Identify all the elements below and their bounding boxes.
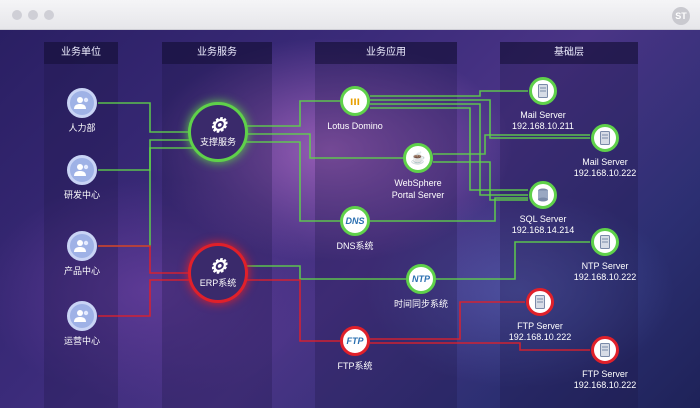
server-ip: 192.168.10.222 — [573, 380, 637, 390]
unit-node[interactable] — [67, 301, 97, 331]
link-app-server — [370, 197, 528, 222]
server-ip: 192.168.10.222 — [573, 168, 637, 178]
server-icon — [532, 80, 554, 102]
column-header: 基础层 — [500, 42, 638, 64]
app-label: Lotus Domino — [327, 121, 383, 131]
app-label: WebSphere Portal Server — [391, 178, 445, 200]
server-name: SQL Server — [519, 214, 567, 224]
server-icon — [594, 127, 616, 149]
service-label: ERP系统 — [199, 278, 237, 288]
link-app-server — [370, 342, 590, 351]
window-minimize-dot[interactable] — [28, 10, 38, 20]
server-ip: 192.168.10.222 — [508, 332, 572, 342]
gear-icon: ⚙ — [209, 115, 227, 137]
server-name: FTP Server — [517, 321, 563, 331]
server-name: Mail Server — [582, 157, 628, 167]
server-node[interactable] — [591, 228, 619, 256]
server-ip: 192.168.10.222 — [573, 272, 637, 282]
people-icon — [70, 158, 94, 182]
column-header: 业务服务 — [162, 42, 272, 64]
unit-label: 人力部 — [68, 123, 96, 133]
brand-logo: ST — [672, 7, 690, 25]
unit-node[interactable] — [67, 155, 97, 185]
link-unit-erp — [98, 279, 195, 317]
server-node[interactable] — [591, 124, 619, 152]
server-name: Mail Server — [520, 110, 566, 120]
column-header: 业务应用 — [315, 42, 457, 64]
unit-label: 研发中心 — [63, 190, 100, 200]
link-service-app — [241, 133, 403, 159]
people-icon — [70, 91, 94, 115]
column-header: 业务单位 — [44, 42, 118, 64]
server-name: FTP Server — [582, 369, 628, 379]
unit-label: 运营中心 — [63, 336, 100, 346]
link-unit-erp — [98, 245, 195, 274]
java-icon: ☕ — [410, 151, 426, 165]
app-node[interactable]: ııı — [340, 86, 370, 116]
link-service-app — [241, 100, 340, 127]
server-node[interactable] — [529, 77, 557, 105]
app-node[interactable]: DNS — [340, 206, 370, 236]
dns-icon: DNS — [345, 216, 365, 226]
server-icon — [529, 291, 551, 313]
app-node[interactable]: FTP — [340, 326, 370, 356]
service-label: 支撑服务 — [199, 137, 236, 147]
link-app-server — [370, 301, 525, 340]
app-label: 时间同步系统 — [393, 299, 448, 309]
server-icon — [594, 339, 616, 361]
window-close-dot[interactable] — [12, 10, 22, 20]
app-label: FTP系统 — [337, 361, 373, 371]
service-node[interactable]: ⚙ — [188, 243, 248, 303]
link-app-server — [370, 90, 528, 97]
app-label: DNS系统 — [336, 241, 374, 251]
server-node[interactable] — [529, 181, 557, 209]
column-business-apps: 业务应用 — [315, 42, 457, 408]
service-node[interactable]: ⚙ — [188, 102, 248, 162]
link-erp-app — [241, 265, 406, 280]
app-node[interactable]: ☕ — [403, 143, 433, 173]
window-maximize-dot[interactable] — [44, 10, 54, 20]
link-unit-service — [98, 102, 195, 133]
app-node[interactable]: NTP — [406, 264, 436, 294]
server-icon — [594, 231, 616, 253]
lotus-icon: ııı — [349, 94, 360, 108]
link-app-server — [370, 107, 528, 191]
link-app-server — [370, 99, 590, 139]
server-name: NTP Server — [581, 261, 629, 271]
gear-icon: ⚙ — [209, 256, 227, 278]
unit-node[interactable] — [67, 88, 97, 118]
ntp-icon: NTP — [412, 274, 430, 284]
link-erp-app — [241, 279, 340, 342]
people-icon — [70, 304, 94, 328]
title-bar: ST — [0, 0, 700, 30]
people-icon — [70, 234, 94, 258]
server-node[interactable] — [526, 288, 554, 316]
link-app-server — [370, 103, 528, 196]
server-ip: 192.168.14.214 — [511, 225, 575, 235]
unit-label: 产品中心 — [63, 266, 100, 276]
connection-lines — [98, 90, 590, 351]
ftp-icon: FTP — [346, 336, 364, 346]
link-service-app — [241, 141, 340, 222]
link-app-server — [433, 134, 590, 155]
server-ip: 192.168.10.211 — [512, 121, 574, 131]
database-icon — [532, 184, 554, 206]
link-app-server — [436, 241, 590, 280]
unit-node[interactable] — [67, 231, 97, 261]
server-node[interactable] — [591, 336, 619, 364]
topology-canvas: 业务单位 业务服务 业务应用 基础层 人力部研发中心产品中心运营中心⚙支撑服务⚙… — [0, 30, 700, 408]
link-app-server — [433, 161, 528, 201]
